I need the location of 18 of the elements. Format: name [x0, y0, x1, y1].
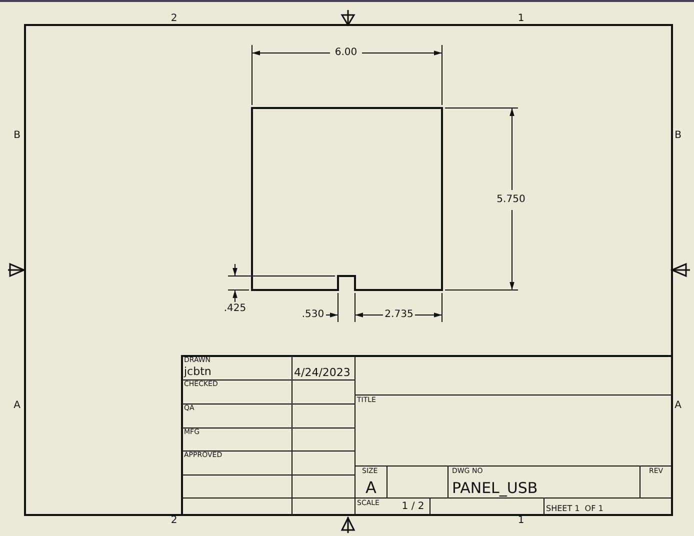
zone-letter: B [674, 131, 682, 141]
dimension-value: .530 [302, 310, 324, 320]
field-value: A [366, 480, 376, 496]
zone-number: 1 [518, 516, 524, 526]
dimension-value: 6.00 [334, 48, 358, 58]
zone-letter: B [14, 131, 20, 141]
field-value: jcbtn [184, 366, 212, 377]
field-value: 4/24/2023 [294, 367, 350, 378]
zone-letter: A [674, 401, 682, 411]
dimension-value: 2.735 [384, 310, 414, 320]
field-value: 1 / 2 [402, 502, 424, 512]
zone-letter: A [14, 401, 20, 411]
zone-number: 1 [518, 14, 524, 24]
field-value: SHEET 1 OF 1 [546, 505, 604, 513]
dimension-value: .425 [224, 304, 246, 314]
dimension-value: 5.750 [496, 195, 526, 205]
field-value: PANEL_USB [452, 481, 538, 496]
zone-number: 2 [170, 14, 178, 24]
